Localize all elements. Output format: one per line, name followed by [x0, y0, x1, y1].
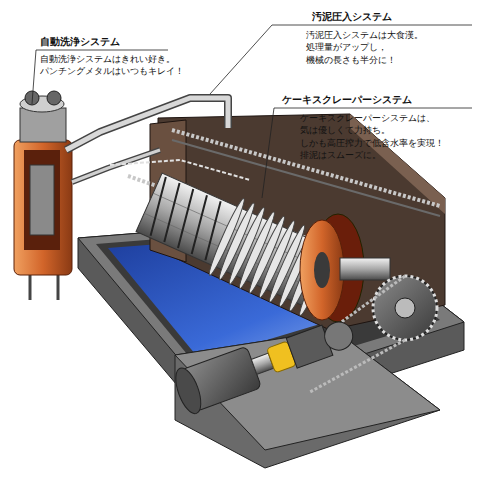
art-shape	[20, 108, 66, 142]
art-shape	[171, 365, 206, 417]
art-shape	[373, 276, 437, 340]
art-shape	[72, 150, 160, 182]
art-shape	[262, 108, 472, 198]
art-shape	[110, 160, 250, 180]
art-shape	[66, 98, 228, 150]
art-shape	[373, 276, 437, 340]
art-shape	[321, 318, 357, 354]
callout-heading: 自動洗浄システム	[40, 35, 120, 50]
art-shape	[30, 165, 54, 235]
art-shape	[141, 177, 229, 260]
leader-lines	[32, 25, 472, 198]
art-shape	[395, 298, 415, 318]
art-shape	[314, 252, 330, 288]
callout-body: 汚泥圧入システムは大食漢。 処理量がアップし，機械の長さも半分に！	[306, 29, 474, 66]
wash-tank	[14, 91, 72, 300]
art-shape	[72, 150, 160, 182]
callout-heading: ケーキスクレーパーシステム	[282, 93, 412, 108]
art-shape	[24, 150, 60, 250]
callout-body: 自動洗浄システムはきれい好き。 パンチングメタルはいつもキレイ！	[40, 53, 186, 78]
screw-drum	[132, 164, 358, 326]
callout-heading: 汚泥圧入システム	[312, 10, 392, 25]
art-shape	[340, 258, 390, 280]
art-shape	[14, 140, 72, 275]
callout-body: ケーキスクレーパーシステムは、 気は優しくて力持ち。 しかも高圧搾力で低含水率を…	[300, 112, 446, 161]
drive-motor	[171, 309, 360, 417]
art-shape	[300, 220, 344, 320]
art-shape	[171, 309, 360, 417]
art-shape	[66, 98, 228, 150]
piping	[66, 98, 250, 182]
art-shape	[47, 91, 61, 105]
